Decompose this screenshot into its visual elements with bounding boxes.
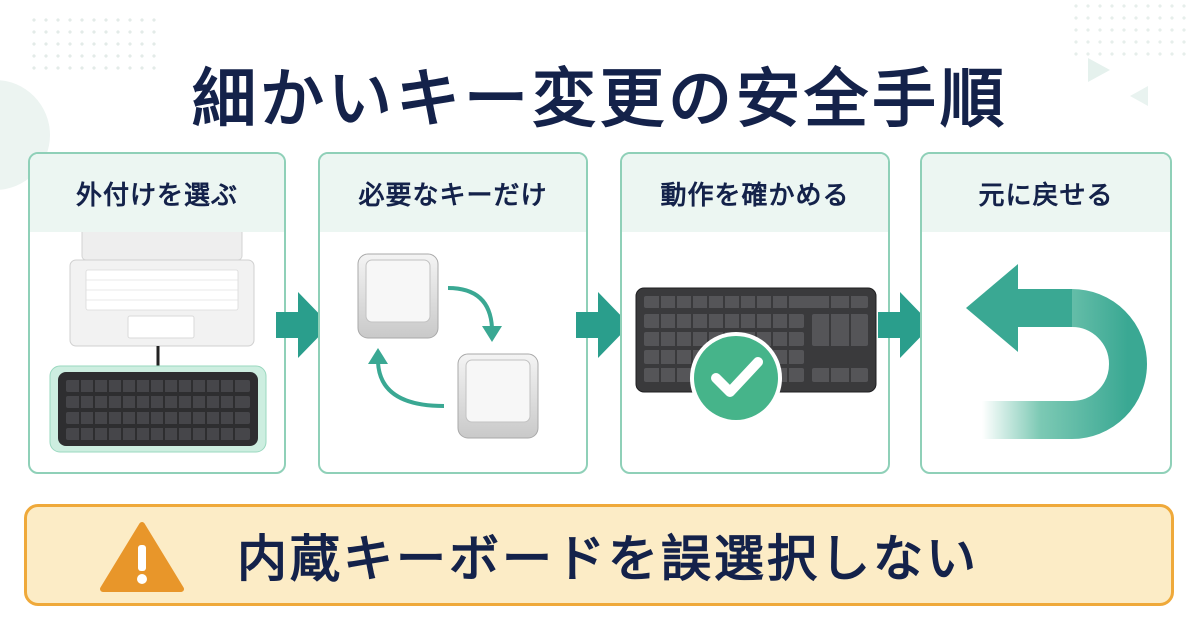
keycap-swap-icon [357, 253, 539, 439]
arrow-right-icon [276, 292, 330, 358]
decor-triangle [1088, 58, 1110, 82]
warning-icon [100, 522, 184, 592]
step-2-label: 必要なキーだけ [320, 154, 586, 232]
step-card-2: 必要なキーだけ [318, 152, 588, 474]
step-card-3: 動作を確かめる [620, 152, 890, 474]
arrow-right-icon [878, 292, 932, 358]
step-4-label: 元に戻せる [922, 154, 1170, 232]
decor-dots-left [28, 14, 158, 74]
page-title: 細かいキー変更の安全手順 [192, 63, 1008, 137]
keyboard-check-icon [635, 287, 877, 424]
step-card-1: 外付けを選ぶ [28, 152, 286, 474]
decor-triangle-small [1130, 86, 1148, 106]
step-1-label: 外付けを選ぶ [30, 154, 284, 232]
warning-text: 内蔵キーボードを誤選択しない [237, 530, 979, 588]
arrow-right-icon [576, 292, 630, 358]
warning-banner: 内蔵キーボードを誤選択しない [24, 504, 1174, 606]
decor-dots-right [1070, 0, 1190, 60]
laptop-and-keyboard-icon [49, 232, 267, 453]
step-card-4: 元に戻せる [920, 152, 1172, 474]
undo-arrow-icon [966, 264, 1147, 439]
step-3-label: 動作を確かめる [622, 154, 888, 232]
